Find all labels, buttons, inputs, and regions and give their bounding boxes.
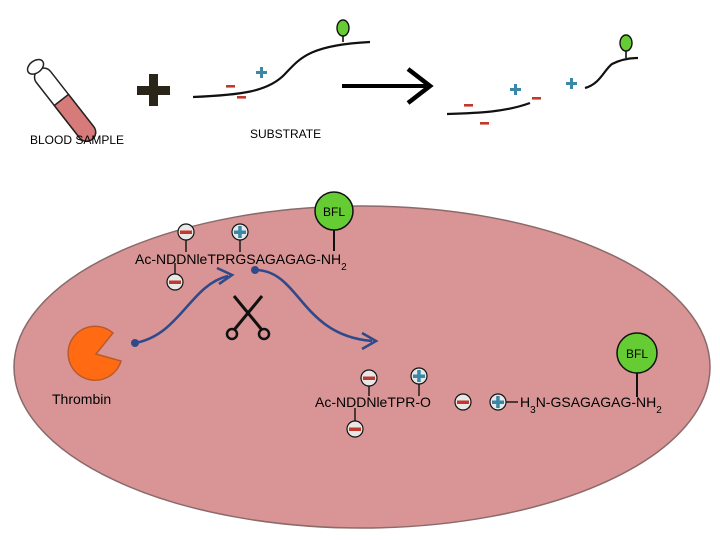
bfl-fluorophore — [314, 191, 354, 231]
plus-icon — [137, 74, 170, 106]
minus-charge-icon — [532, 97, 541, 100]
fragment2-sequence: H3N-GSAGAGAG-NH2 — [520, 394, 662, 416]
plus-charge-icon — [256, 67, 267, 78]
cleaved-fragment-1 — [446, 84, 541, 125]
cleaved-fragment-2 — [566, 34, 639, 90]
minus-charge-icon — [457, 400, 469, 404]
fluorophore-icon — [336, 19, 350, 37]
plus-charge-icon — [510, 84, 521, 95]
minus-charge-icon — [363, 376, 375, 380]
blood-sample-label: BLOOD SAMPLE — [30, 133, 124, 147]
product-fragment-1: Ac-NDDNleTPR-O — [315, 367, 472, 438]
plus-charge-icon — [492, 396, 504, 408]
substrate-molecule — [192, 19, 371, 99]
peptide-substrate: BFL Ac-NDDNleTPRGSAGAGAG-NH2 — [135, 191, 354, 291]
test-tube-icon — [26, 58, 97, 143]
arrow-right-icon — [342, 67, 434, 105]
minus-charge-icon — [349, 427, 361, 431]
substrate-label: SUBSTRATE — [250, 127, 321, 141]
peptide-sequence: Ac-NDDNleTPRGSAGAGAG-NH2 — [135, 251, 347, 273]
reaction-arrows — [131, 266, 379, 351]
thrombin-label: Thrombin — [52, 391, 111, 407]
minus-charge-icon — [480, 122, 489, 125]
minus-charge-icon — [237, 96, 246, 99]
plus-charge-icon — [413, 370, 425, 382]
thrombin-enzyme — [67, 325, 122, 381]
reaction-environment — [13, 205, 711, 529]
fluorophore-icon — [619, 34, 633, 52]
fragment1-sequence: Ac-NDDNleTPR-O — [315, 394, 431, 410]
minus-charge-icon — [226, 85, 235, 88]
scissors-icon — [225, 295, 271, 341]
product-fragment-2: BFL H3N-GSAGAGAG-NH2 — [489, 332, 662, 416]
plus-charge-icon — [566, 78, 577, 89]
bfl-fluorophore — [616, 332, 658, 374]
minus-charge-icon — [169, 280, 181, 284]
minus-charge-icon — [464, 104, 473, 107]
bfl-label: BFL — [626, 347, 648, 361]
plus-charge-icon — [234, 226, 246, 238]
minus-charge-icon — [180, 230, 192, 234]
bfl-label: BFL — [323, 205, 345, 219]
